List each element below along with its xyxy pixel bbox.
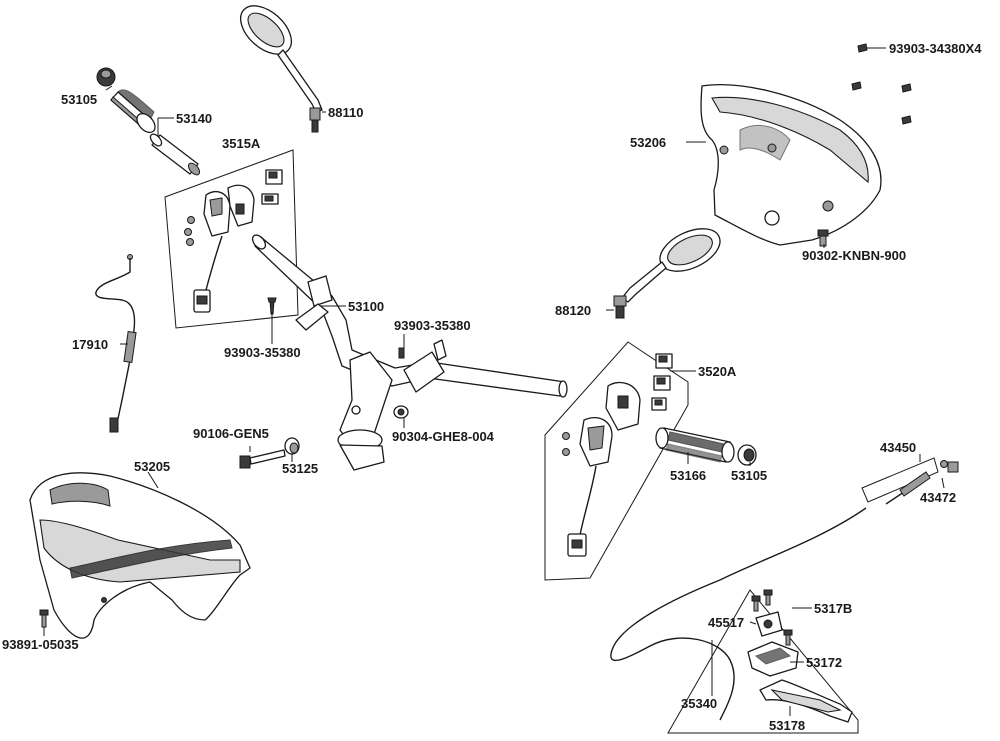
label-53105-right: 53105 <box>731 468 767 483</box>
rear-handle-cover <box>700 84 882 246</box>
part-labels: 53105 53140 88110 3515A 17910 53100 9390… <box>2 41 982 733</box>
label-93903-34380x4: 93903-34380X4 <box>889 41 982 56</box>
label-93903-35380-left: 93903-35380 <box>224 345 301 360</box>
label-43450: 43450 <box>880 440 916 455</box>
handlebar <box>251 234 568 471</box>
label-53206: 53206 <box>630 135 666 150</box>
left-switch-group <box>164 149 299 329</box>
right-grip <box>655 427 757 466</box>
throttle-cable <box>95 254 137 433</box>
right-switch-group <box>544 341 689 581</box>
collar-53125 <box>284 437 300 455</box>
label-3515a: 3515A <box>222 136 261 151</box>
label-43472: 43472 <box>920 490 956 505</box>
label-88110: 88110 <box>328 105 363 120</box>
screw-93903-35380-left <box>267 297 277 315</box>
screws-93903-34380 <box>851 43 912 125</box>
label-53205: 53205 <box>134 459 170 474</box>
label-90106-gen5: 90106-GEN5 <box>193 426 269 441</box>
front-handle-cover <box>29 472 251 639</box>
leader-lines <box>43 47 945 716</box>
left-grip <box>96 67 201 176</box>
label-53105-left: 53105 <box>61 92 97 107</box>
label-53140: 53140 <box>176 111 212 126</box>
label-53125: 53125 <box>282 461 318 476</box>
label-90302-knbn-900: 90302-KNBN-900 <box>802 248 906 263</box>
label-53178: 53178 <box>769 718 805 733</box>
brake-cable-43450 <box>610 457 959 721</box>
bolt-90106 <box>239 449 286 469</box>
label-5317b: 5317B <box>814 601 852 616</box>
screw-93891 <box>39 609 49 628</box>
label-93891-05035: 93891-05035 <box>2 637 79 652</box>
label-90304-ghe8-004: 90304-GHE8-004 <box>392 429 495 444</box>
nut-90304 <box>393 405 409 419</box>
right-mirror <box>613 228 721 319</box>
label-53100: 53100 <box>348 299 384 314</box>
label-17910: 17910 <box>72 337 108 352</box>
label-53172: 53172 <box>806 655 842 670</box>
label-88120: 88120 <box>555 303 591 318</box>
left-mirror <box>240 5 323 133</box>
brake-lever-group <box>667 589 859 734</box>
bolt-90302 <box>817 229 829 247</box>
label-35340: 35340 <box>681 696 717 711</box>
label-53166: 53166 <box>670 468 706 483</box>
label-45517: 45517 <box>708 615 744 630</box>
label-93903-35380-right: 93903-35380 <box>394 318 471 333</box>
label-3520a: 3520A <box>698 364 737 379</box>
screw-93903-35380-right <box>398 347 405 359</box>
